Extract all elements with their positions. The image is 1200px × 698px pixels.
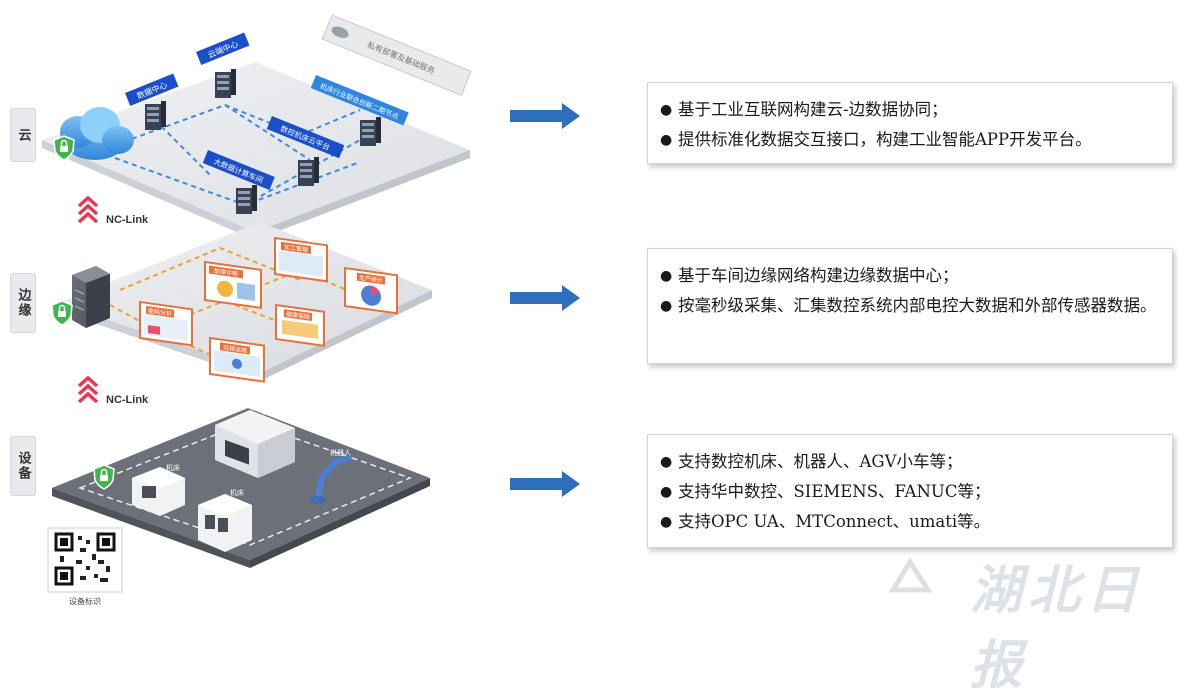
nc-link-label: NC-Link: [106, 394, 149, 406]
edge-screen: 能耗分析: [139, 300, 193, 347]
edge-screen: 生产统计: [344, 266, 398, 315]
device-description-box: ●支持数控机床、机器人、AGV小车等； ●支持华中数控、SIEMENS、FANU…: [647, 434, 1173, 548]
list-item: ●提供标准化数据交互接口，构建工业智能APP开发平台。: [660, 130, 1092, 149]
svg-text:生产统计: 生产统计: [359, 274, 383, 285]
layer-tab-edge: 边缘: [10, 273, 36, 333]
cloud-node-label: 云端中心: [196, 32, 250, 65]
architecture-diagram: 数据中心 云端中心 大数据计算车间 数控机床云平台 机床行业联合创新二期节点 私…: [42, 14, 933, 606]
server-icon: [298, 157, 319, 186]
list-item: ●支持数控机床、机器人、AGV小车等；: [660, 452, 963, 471]
svg-text:故障诊断: 故障诊断: [214, 267, 238, 278]
svg-text:加工管理: 加工管理: [284, 243, 308, 254]
list-item: ●支持OPC UA、MTConnect、umati等。: [660, 512, 991, 531]
edge-server-icon: [72, 266, 110, 328]
cnc-machine-icon: [215, 410, 295, 478]
device-layer: 机床 机床 机床 机器人: [52, 407, 430, 568]
list-item: ●基于工业互联网构建云-边数据协同；: [660, 100, 948, 119]
device-label: 机床: [262, 407, 276, 416]
watermark-logo-icon: [888, 557, 933, 593]
server-icon: [215, 69, 236, 98]
svg-text:能耗分析: 能耗分析: [148, 307, 172, 318]
svg-text:远程运维: 远程运维: [223, 343, 247, 354]
edge-screen: 健康保障: [275, 303, 325, 347]
edge-screen: 加工管理: [274, 236, 328, 283]
security-shield-icon: [51, 300, 73, 326]
edge-screen: 远程运维: [209, 336, 265, 383]
cloud-description-box: ●基于工业互联网构建云-边数据协同； ●提供标准化数据交互接口，构建工业智能AP…: [647, 82, 1173, 164]
list-item: ●基于车间边缘网络构建边缘数据中心；: [660, 266, 959, 285]
qr-code: [47, 527, 123, 593]
qr-caption: 设备标识: [69, 596, 101, 606]
edge-description-box: ●基于车间边缘网络构建边缘数据中心； ●按毫秒级采集、汇集数控系统内部电控大数据…: [647, 248, 1173, 364]
machine-tool-icon: [198, 494, 252, 552]
server-icon: [145, 101, 166, 130]
layer-tab-cloud: 云: [10, 108, 36, 162]
edge-screen: 故障诊断: [204, 260, 262, 310]
device-platform: [52, 408, 430, 560]
layer-tab-device: 设备: [10, 436, 36, 496]
right-arrow-icon: [510, 103, 580, 129]
device-label: 机床: [166, 463, 180, 472]
private-deploy-label: 私有部署及基础服务: [321, 14, 472, 96]
device-label: 机器人: [330, 448, 351, 457]
edge-layer: 加工管理 故障诊断 生产统计 能耗分析 健康保障: [51, 222, 432, 383]
server-icon: [236, 185, 257, 214]
svg-text:健康保障: 健康保障: [286, 310, 310, 321]
watermark-text: 湖北日报: [970, 560, 1145, 696]
device-label: 机床: [230, 488, 244, 497]
list-item: ●支持华中数控、SIEMENS、FANUC等；: [660, 482, 991, 501]
list-item: ●按毫秒级采集、汇集数控系统内部电控大数据和外部传感器数据。: [660, 296, 1157, 315]
nc-link-label: NC-Link: [106, 214, 149, 226]
right-arrow-icon: [510, 285, 580, 311]
right-arrow-icon: [510, 471, 580, 497]
upload-chevron-icon: [77, 376, 99, 404]
machine-tool-icon: [132, 467, 185, 516]
server-icon: [360, 117, 381, 146]
upload-chevron-icon: [77, 196, 99, 224]
cloud-layer: 数据中心 云端中心 大数据计算车间 数控机床云平台 机床行业联合创新二期节点 私…: [42, 14, 472, 240]
robot-arm-icon: [310, 455, 351, 504]
